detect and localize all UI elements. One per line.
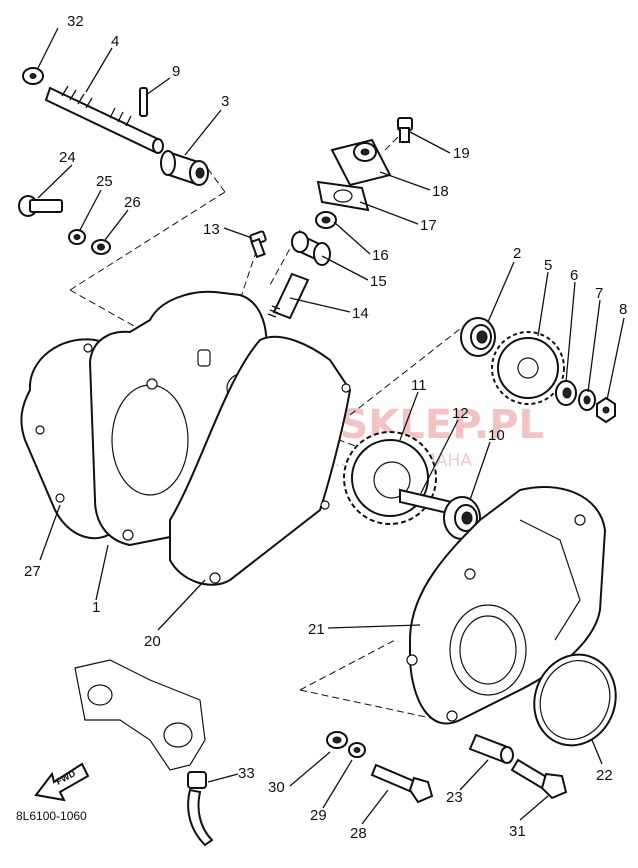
part-2-bearing [460, 317, 496, 357]
callout-24: 24 [59, 149, 76, 166]
part-31-bolt [510, 758, 568, 800]
callout-4: 4 [111, 33, 119, 50]
part-22-o-ring [533, 653, 617, 747]
callout-31: 31 [509, 823, 526, 840]
callout-labels: 32 4 9 3 24 25 26 13 19 18 17 16 15 14 2… [24, 13, 627, 842]
part-11-gear [343, 431, 437, 525]
callout-6: 6 [570, 267, 578, 284]
callout-29: 29 [310, 807, 327, 824]
callout-17: 17 [420, 217, 437, 234]
part-33-hose [74, 659, 214, 847]
drawing-code: 8L6100-1060 [16, 809, 87, 823]
callout-25: 25 [96, 173, 113, 190]
callout-13: 13 [203, 221, 220, 238]
callout-11: 11 [411, 377, 427, 394]
callout-26: 26 [124, 194, 141, 211]
callout-23: 23 [446, 789, 463, 806]
part-17-gasket [316, 180, 370, 212]
callout-33: 33 [238, 765, 255, 782]
leader-lines [37, 27, 625, 825]
callout-22: 22 [596, 767, 613, 784]
part-23-dowel [468, 733, 514, 764]
part-26-washer [91, 239, 111, 255]
callout-8: 8 [619, 301, 627, 318]
callout-2: 2 [513, 245, 521, 262]
callout-9: 9 [172, 63, 180, 80]
callout-21: 21 [308, 621, 325, 638]
part-19-bolt [397, 117, 413, 143]
callout-1: 1 [92, 599, 100, 616]
callout-10: 10 [488, 427, 505, 444]
callout-30: 30 [268, 779, 285, 796]
callout-20: 20 [144, 633, 161, 650]
part-6-washer [555, 380, 577, 406]
callout-15: 15 [370, 273, 387, 290]
part-14-gear-shaft [267, 272, 310, 320]
part-10-bearing [443, 496, 481, 540]
callout-28: 28 [350, 825, 367, 842]
part-25-washer [68, 229, 86, 245]
part-7-washer [578, 389, 596, 411]
callout-7: 7 [595, 285, 603, 302]
part-5-gear [491, 331, 565, 405]
callout-16: 16 [372, 247, 389, 264]
part-4-shaft [44, 85, 164, 154]
callout-19: 19 [453, 145, 470, 162]
callout-18: 18 [432, 183, 449, 200]
part-9-pin [139, 87, 148, 117]
part-16-seal [315, 211, 337, 229]
part-30-washer [326, 731, 348, 749]
fwd-arrow-icon: FWD [34, 762, 90, 802]
part-3-collar [160, 150, 209, 186]
part-28-bolt [370, 763, 434, 804]
callout-3: 3 [221, 93, 229, 110]
part-18-flange [330, 138, 392, 187]
part-32-washer [22, 67, 44, 85]
part-13-screw [249, 230, 267, 259]
part-20-gasket [169, 335, 352, 586]
part-24-bolt [18, 195, 63, 217]
callout-14: 14 [352, 305, 369, 322]
callout-12: 12 [452, 405, 469, 422]
callout-5: 5 [544, 257, 552, 274]
part-15-bushing [291, 231, 331, 266]
part-8-nut [596, 396, 616, 424]
callout-32: 32 [67, 13, 84, 30]
callout-27: 27 [24, 563, 41, 580]
part-29-washer [348, 742, 366, 758]
